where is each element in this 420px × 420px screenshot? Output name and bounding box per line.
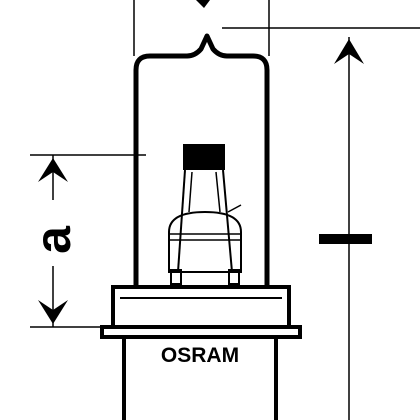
bulb-base: OSRAM bbox=[100, 285, 302, 420]
top-width-label-fragment bbox=[196, 0, 210, 8]
glass-envelope bbox=[133, 33, 270, 287]
lead-wire-left bbox=[177, 169, 186, 273]
dimension-a-label: a bbox=[25, 225, 81, 254]
base-flange bbox=[100, 325, 302, 339]
dimension-a-label-bg bbox=[32, 200, 74, 266]
contact-pin-left bbox=[170, 269, 182, 285]
base-collar bbox=[111, 285, 291, 329]
filament-coil bbox=[183, 144, 225, 170]
height-dimension bbox=[222, 27, 420, 420]
dimension-a: a bbox=[25, 154, 146, 328]
height-dimension-label-fragment bbox=[319, 234, 372, 244]
arrow-up-icon bbox=[334, 39, 364, 64]
support-wire-right bbox=[215, 171, 221, 213]
support-wire-left bbox=[188, 171, 193, 213]
lead-wire-right bbox=[222, 169, 233, 273]
arrow-down-icon bbox=[38, 300, 68, 324]
arrow-up-icon bbox=[38, 158, 68, 182]
support-tip bbox=[227, 204, 242, 213]
brand-label: OSRAM bbox=[161, 344, 239, 367]
contact-pin-right bbox=[228, 269, 240, 285]
pinch-seal bbox=[168, 210, 242, 273]
filament-assembly bbox=[168, 144, 242, 285]
